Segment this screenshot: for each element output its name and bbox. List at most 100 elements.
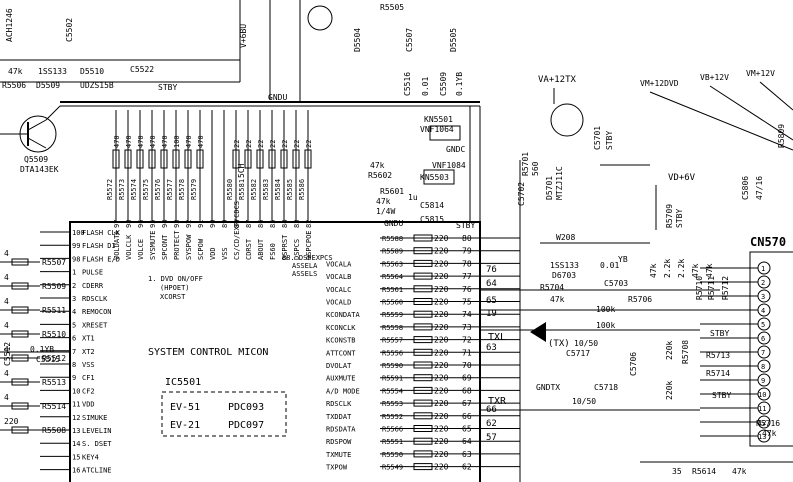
top-res-val: 470	[113, 135, 121, 148]
left-res-val: 4	[4, 297, 9, 306]
left-pin-name: S. DSET	[82, 440, 112, 448]
right-res-ref: R5556	[382, 349, 403, 357]
kn-filter-area: KN5501 VNF1064 GNDC VNF1084 KN5503 47k R…	[368, 106, 481, 230]
top-resistor	[172, 149, 180, 169]
top-res-val: 22	[305, 140, 313, 148]
top-resistor	[184, 149, 192, 169]
ic5501-body: SYSTEM CONTROL MICON IC5501 EV-51 PDC093…	[69, 221, 481, 482]
r5712-ref: R5712	[721, 276, 730, 300]
right-pin-name: TXMUTE	[326, 451, 351, 459]
right-pin-name: ATTCONT	[326, 349, 356, 357]
connector-pin	[757, 303, 771, 317]
rval-2: 2.2k	[663, 259, 672, 278]
c5516-label: C5516	[403, 72, 412, 96]
stby-label-6: STBY	[675, 209, 684, 228]
connector-pin	[757, 415, 771, 429]
c5806-val: 47/16	[755, 176, 764, 200]
top-res-val: 22	[281, 140, 289, 148]
connector-pin-num: 3	[761, 293, 765, 301]
top-pin-name: VSS	[221, 247, 229, 260]
connector-pin	[757, 387, 771, 401]
top-pin-name: FS60	[269, 243, 277, 260]
top-pin-num: 90	[209, 220, 217, 228]
net-number: 76	[486, 265, 497, 275]
left-pin-num: 5	[72, 321, 76, 329]
connector-outline	[749, 251, 793, 447]
r5602-val: 47k	[370, 161, 385, 170]
left-pin-name: CF2	[82, 387, 95, 395]
r5505-label: R5505	[380, 3, 404, 12]
left-pin-num: 11	[72, 401, 80, 409]
left-pin-name: LEVELIN	[82, 427, 112, 435]
left-pin-num: 7	[72, 348, 76, 356]
right-pin-num: 68	[462, 386, 472, 395]
top-pin-num: 83	[293, 220, 301, 228]
right-resistor	[413, 298, 433, 305]
top-pin-num: 98	[125, 220, 133, 228]
left-pin-name: PULSE	[82, 269, 103, 277]
connector-pin	[757, 359, 771, 373]
top-pin-name: SYSMUTE	[149, 230, 157, 260]
connector-pin-num: 12	[758, 419, 766, 427]
left-res-val: 4	[4, 249, 9, 258]
right-resistor	[413, 310, 433, 318]
connector-pin	[757, 289, 771, 303]
tx-label: (TX)	[548, 339, 570, 349]
connector-pin-num: 7	[761, 349, 765, 357]
left-pin-num: 2	[72, 282, 76, 290]
right-res-val: 220	[434, 361, 449, 370]
top-pin-name: CDRST	[245, 238, 253, 260]
left-pin-name: XT2	[82, 348, 95, 356]
vd6-label: VD+6V	[668, 173, 696, 183]
connector-pin-num: 9	[761, 377, 765, 385]
left-pin-name: XRESET	[82, 321, 108, 329]
left-pin-name: RDSCLK	[82, 295, 108, 303]
d5504-label: D5504	[353, 28, 362, 52]
stby-label-1: STBY	[158, 83, 177, 92]
top-res-ref: R5583	[262, 179, 270, 200]
connector-pin-num: 10	[758, 391, 766, 399]
c5814-ref: C5814	[420, 201, 444, 210]
left-res-val: 4	[4, 393, 9, 402]
right-pin-num: 69	[462, 374, 472, 383]
ic-note-2: (HPOET)	[160, 284, 190, 292]
top-resistor	[244, 149, 252, 169]
r5704-val: 47k	[550, 295, 565, 304]
top-pin-name: VDD	[209, 247, 217, 260]
variant-model-2: EV-21	[170, 420, 200, 431]
ic-note-5: ASSELA	[292, 262, 318, 270]
d5510-ref: D5510	[80, 67, 104, 76]
d5509-ref: D5509	[36, 81, 60, 90]
r5701-ref: R5701	[521, 152, 530, 176]
right-res-ref: R5551	[382, 438, 403, 446]
right-pin-name: VOCALC	[326, 286, 351, 294]
right-pin-name: RDSCLK	[326, 400, 352, 408]
right-pin-name: RDSDATA	[326, 426, 356, 434]
left-res-val: 4	[4, 273, 9, 282]
connector-pin-num: 1	[761, 265, 765, 273]
rval-3: 2.2k	[677, 259, 686, 278]
right-resistor	[413, 234, 433, 242]
transistor-top	[307, 5, 333, 31]
right-res-val: 220	[434, 285, 449, 294]
ic-note-1: 1. DVD ON/OFF	[148, 275, 203, 283]
left-res-ref: R5513	[42, 378, 66, 387]
c5718-val: 10/50	[572, 397, 596, 406]
c5522-ref: C5522	[130, 65, 154, 74]
connector-pin-num: 4	[761, 307, 765, 315]
left-pin-num: 10	[72, 387, 80, 395]
left-resistor	[11, 330, 29, 338]
right-pin-num: 63	[462, 450, 472, 459]
connector-pin-num: 13	[758, 433, 766, 441]
vb12-label: VB+12V	[700, 73, 729, 82]
right-res-val: 220	[434, 272, 449, 281]
right-res-ref: R5560	[382, 299, 403, 307]
top-res-ref: R5582	[250, 179, 258, 200]
right-resistor	[413, 450, 433, 458]
left-res-val: 220	[4, 417, 19, 426]
r5614-val: 47k	[732, 467, 747, 476]
top-pin-num: 84	[281, 220, 289, 228]
right-resistor	[413, 336, 433, 344]
right-pin-num: 73	[462, 323, 472, 332]
